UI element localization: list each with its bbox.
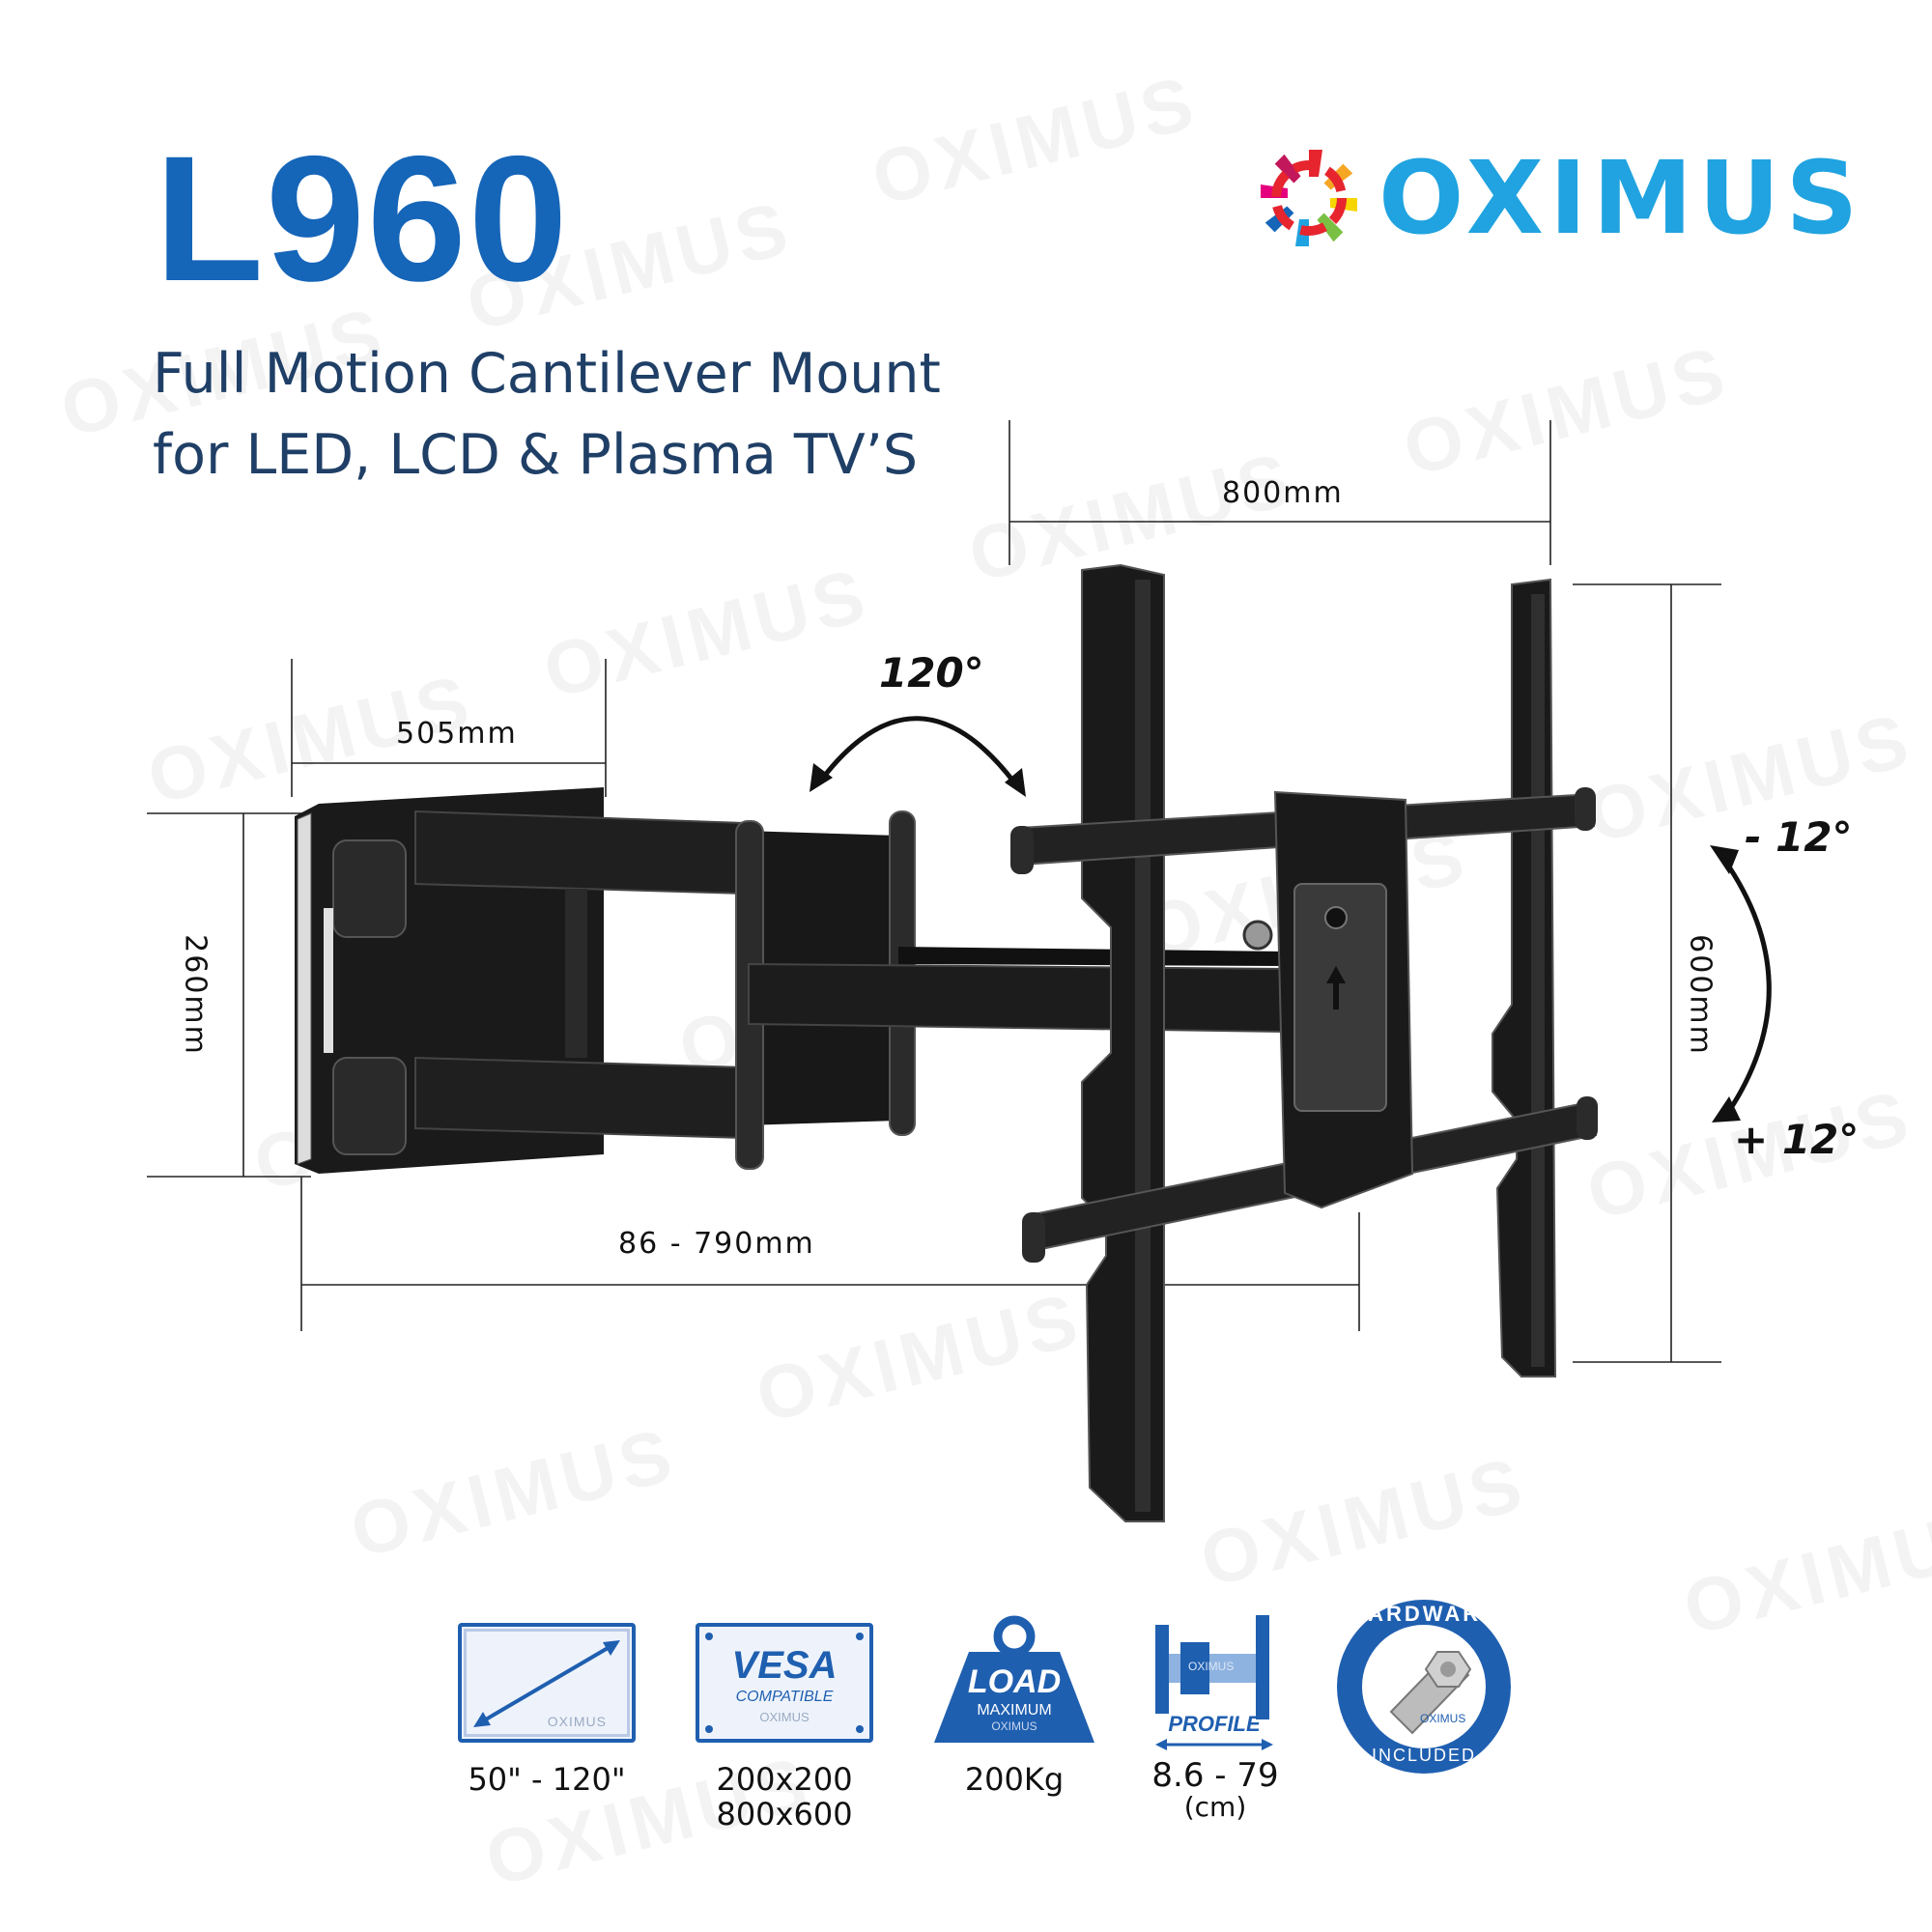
badge-brand: OXIMUS [1188, 1660, 1235, 1673]
dimension-600mm: 600mm [1683, 934, 1718, 1056]
subtitle-line-2: for LED, LCD & Plasma TV’S [153, 423, 919, 487]
tilt-arrow-icon [1710, 845, 1772, 1122]
swing-arms [414, 810, 1286, 1170]
dimension-extension: 86 - 790mm [618, 1227, 815, 1261]
brand-name: OXIMUS [1378, 139, 1864, 257]
swivel-arrow-icon [810, 716, 1026, 797]
vesa-icon: VESA COMPATIBLE OXIMUS [696, 1623, 873, 1743]
feature-vesa-label: 200x200 800x600 [678, 1762, 891, 1832]
profile-unit: (cm) [1183, 1791, 1247, 1823]
tilt-down-label: + 12° [1734, 1116, 1860, 1163]
dimension-lines [147, 420, 1721, 1363]
vesa-badge-title: VESA [731, 1644, 838, 1687]
badge-brand: OXIMUS [1420, 1712, 1466, 1725]
feature-profile-label: 8.6 - 79 (cm) [1109, 1758, 1321, 1822]
load-badge-title: LOAD [967, 1663, 1062, 1700]
tilt-up-label: - 12° [1745, 813, 1853, 861]
profile-range: 8.6 - 79 [1151, 1756, 1279, 1795]
dimension-800mm: 800mm [1222, 476, 1344, 510]
dimension-505mm: 505mm [396, 717, 518, 751]
badge-brand: OXIMUS [759, 1710, 810, 1724]
tv-bracket-left [1081, 563, 1165, 1522]
screen-size-icon: OXIMUS [458, 1623, 636, 1743]
vesa-size-1: 200x200 [716, 1761, 853, 1798]
product-subtitle: Full Motion Cantilever Mount for LED, LC… [153, 333, 941, 496]
hardware-icon: HARDWARE INCLUDED OXIMUS [1333, 1596, 1515, 1777]
brand-logo: OXIMUS [1251, 139, 1858, 257]
brand-gear-icon [1261, 150, 1357, 246]
hardware-badge-title: HARDWARE [1350, 1602, 1498, 1626]
dimension-260mm: 260mm [178, 934, 213, 1056]
profile-badge-title: PROFILE [1168, 1712, 1261, 1736]
load-weight-icon: LOAD MAXIMUM OXIMUS [932, 1615, 1096, 1746]
badge-brand: OXIMUS [991, 1719, 1037, 1733]
tilt-plate [1242, 790, 1414, 1209]
tv-bracket-right [1492, 578, 1557, 1378]
swivel-angle-label: 120° [879, 649, 984, 696]
feature-screen-size-label: 50" - 120" [468, 1761, 626, 1798]
profile-icon: OXIMUS PROFILE [1151, 1615, 1277, 1750]
product-model-title: L960 [155, 120, 570, 319]
hardware-badge-sub: INCLUDED [1371, 1746, 1476, 1765]
vesa-badge-sub: COMPATIBLE [735, 1689, 834, 1705]
load-badge-sub: MAXIMUM [977, 1702, 1052, 1719]
vesa-size-2: 800x600 [716, 1796, 853, 1833]
subtitle-line-1: Full Motion Cantilever Mount [153, 342, 941, 406]
feature-load-label: 200Kg [964, 1761, 1065, 1798]
badge-brand: OXIMUS [547, 1714, 607, 1729]
